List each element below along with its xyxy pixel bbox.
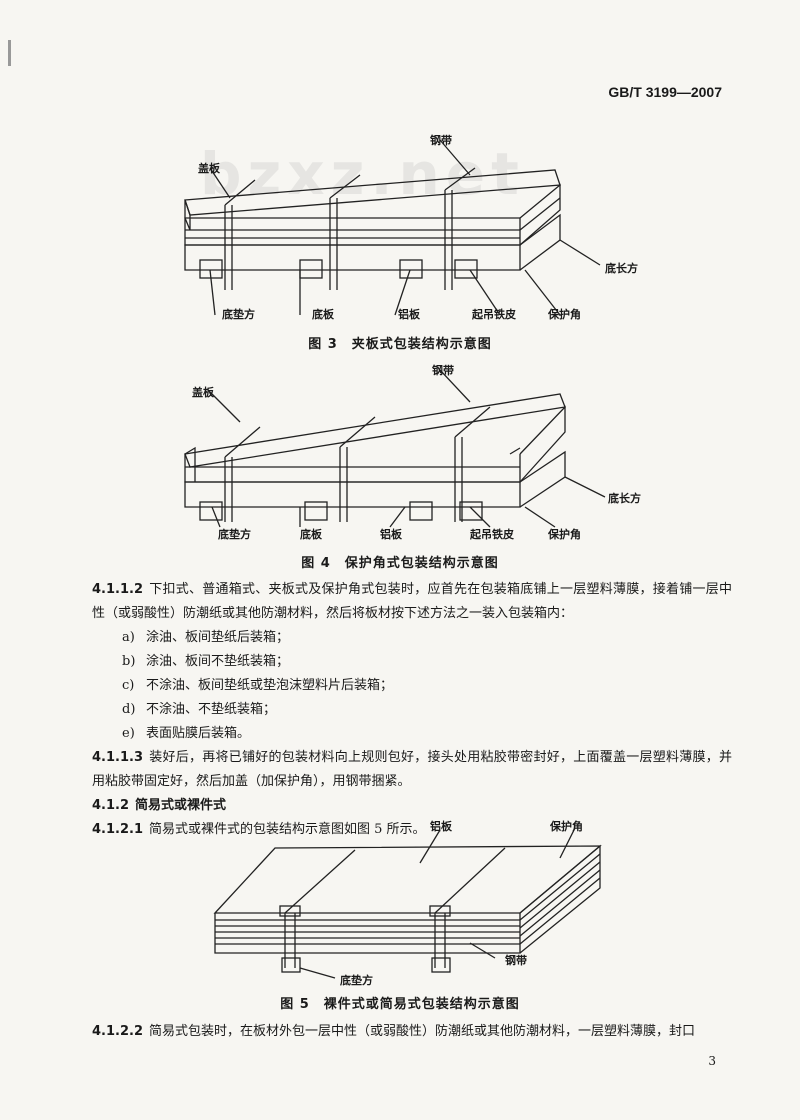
list-item-label: a) xyxy=(122,630,135,645)
figure-5: 铝板 保护角 钢带 底垫方 图 5 裸件式或简易式包装结构示意图 xyxy=(0,818,800,1012)
label-aluminum: 铝板 xyxy=(398,308,420,321)
paragraph-4-1-2-2: 4.1.2.2 简易式包装时，在板材外包一层中性（或弱酸性）防潮纸或其他防潮材料，… xyxy=(92,1020,732,1044)
clause-number: 4.1.2.2 xyxy=(92,1024,143,1039)
paragraph-text: 下扣式、普通箱式、夹板式及保护角式包装时，应首先在包装箱底铺上一层塑料薄膜，接着… xyxy=(92,582,732,621)
paragraph-text: 简易式包装时，在板材外包一层中性（或弱酸性）防潮纸或其他防潮材料，一层塑料薄膜，… xyxy=(149,1024,696,1039)
figure-4: 盖板 钢带 底长方 底垫方 底板 铝板 起吊铁皮 保护角 图 4 保护角式包装结… xyxy=(0,362,800,572)
label-steel-strap: 钢带 xyxy=(430,134,452,147)
label-corner: 保护角 xyxy=(550,820,583,833)
figure-3-caption: 图 3 夹板式包装结构示意图 xyxy=(308,337,492,352)
list-item-label: e) xyxy=(122,726,135,741)
label-base-pad: 底垫方 xyxy=(218,528,251,541)
label-base-long: 底长方 xyxy=(608,492,641,505)
label-corner: 保护角 xyxy=(548,308,581,321)
list-item: e) 表面贴膜后装箱。 xyxy=(92,722,732,746)
list-item-text: 不涂油、板间垫纸或垫泡沫塑料片后装箱； xyxy=(146,678,394,693)
list-item-label: c) xyxy=(122,678,135,693)
body-text-block-2: 4.1.2.2 简易式包装时，在板材外包一层中性（或弱酸性）防潮纸或其他防潮材料，… xyxy=(92,1020,732,1044)
list-item-text: 涂油、板间不垫纸装箱； xyxy=(146,654,290,669)
clause-number: 4.1.1.2 xyxy=(92,582,143,597)
label-steel-strap: 钢带 xyxy=(432,364,454,377)
list-item: b) 涂油、板间不垫纸装箱； xyxy=(92,650,732,674)
figure-4-drawing xyxy=(184,369,606,528)
label-base-long: 底长方 xyxy=(605,262,638,275)
scan-edge-mark xyxy=(8,40,11,66)
section-heading-4-1-2: 4.1.2 简易式或裸件式 xyxy=(92,794,732,818)
label-aluminum: 铝板 xyxy=(430,820,452,833)
standard-code: GB/T 3199—2007 xyxy=(608,84,722,100)
label-steel-strap: 钢带 xyxy=(505,954,527,967)
label-base-board: 底板 xyxy=(300,528,322,541)
label-base-board: 底板 xyxy=(312,308,334,321)
list-item: c) 不涂油、板间垫纸或垫泡沫塑料片后装箱； xyxy=(92,674,732,698)
paragraph-4-1-2-1: 4.1.2.1 简易式或裸件式的包装结构示意图如图 5 所示。 xyxy=(92,818,732,842)
figure-3: 盖板 钢带 底长方 底垫方 底板 铝板 起吊铁皮 保护角 图 3 夹板式包装结构… xyxy=(0,130,800,360)
label-cover: 盖板 xyxy=(192,386,214,399)
clause-number: 4.1.2 xyxy=(92,798,130,813)
paragraph-text: 简易式或裸件式的包装结构示意图如图 5 所示。 xyxy=(149,822,426,837)
label-aluminum: 铝板 xyxy=(380,528,402,541)
figure-3-drawing xyxy=(184,139,601,316)
figure-4-caption: 图 4 保护角式包装结构示意图 xyxy=(301,556,499,571)
figure-5-drawing xyxy=(213,827,602,979)
list-item-text: 表面贴膜后装箱。 xyxy=(146,726,251,741)
label-base-pad: 底垫方 xyxy=(222,308,255,321)
watermark-text: bzxz.net xyxy=(200,140,525,208)
clause-number: 4.1.2.1 xyxy=(92,822,143,837)
clause-number: 4.1.1.3 xyxy=(92,750,143,765)
heading-text: 简易式或裸件式 xyxy=(135,798,227,813)
label-base-pad: 底垫方 xyxy=(340,974,373,987)
list-item-label: b) xyxy=(122,654,136,669)
paragraph-text: 装好后，再将已铺好的包装材料向上规则包好，接头处用粘胶带密封好，上面覆盖一层塑料… xyxy=(92,750,732,789)
label-lift-iron: 起吊铁皮 xyxy=(472,308,516,321)
label-corner: 保护角 xyxy=(548,528,581,541)
list-item-text: 涂油、板间垫纸后装箱； xyxy=(146,630,290,645)
figure-5-caption: 图 5 裸件式或简易式包装结构示意图 xyxy=(280,997,520,1012)
list-item: a) 涂油、板间垫纸后装箱； xyxy=(92,626,732,650)
label-lift-iron: 起吊铁皮 xyxy=(470,528,514,541)
list-item-label: d) xyxy=(122,702,136,717)
list-item-text: 不涂油、不垫纸装箱； xyxy=(146,702,277,717)
list-item: d) 不涂油、不垫纸装箱； xyxy=(92,698,732,722)
label-cover: 盖板 xyxy=(198,162,220,175)
page-number: 3 xyxy=(708,1054,716,1068)
